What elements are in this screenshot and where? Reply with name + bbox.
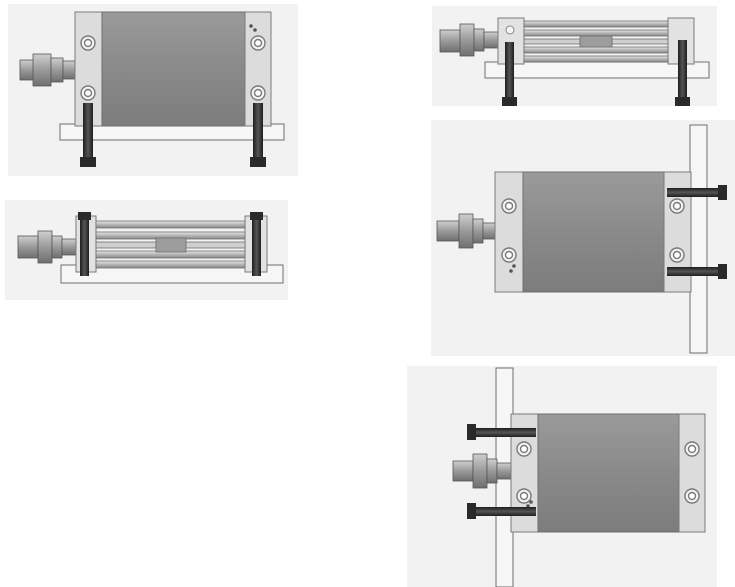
pipe-fitting <box>17 230 77 264</box>
mounting-bolt <box>250 212 263 276</box>
mounting-bolt <box>667 185 727 200</box>
cylinder-body <box>522 171 665 293</box>
mounting-bolt <box>250 103 266 167</box>
tie-rods <box>95 220 246 269</box>
port-dots <box>509 264 516 273</box>
view-top-right <box>432 6 717 106</box>
left-endcap <box>494 171 524 293</box>
mounting-bolt <box>467 503 536 519</box>
pipe-fitting <box>436 213 496 249</box>
tie-rods <box>523 20 669 63</box>
view-middle-left <box>5 200 288 300</box>
pipe-fitting <box>439 23 499 57</box>
pipe-fitting <box>19 53 76 87</box>
mounting-bolt <box>78 212 91 276</box>
cylinder-body <box>537 413 680 533</box>
mounting-holes <box>516 441 700 504</box>
wall-plate <box>689 124 708 354</box>
mounting-bolt <box>502 42 517 106</box>
mounting-bolt <box>675 40 690 106</box>
cylinder-body <box>101 11 246 127</box>
view-middle-right <box>431 120 735 356</box>
mounting-holes <box>501 198 685 263</box>
port-dots <box>526 500 533 508</box>
mounting-bolt <box>80 103 96 167</box>
mounting-bolt <box>667 264 727 279</box>
port-dots <box>249 24 257 32</box>
view-bottom-right <box>407 366 717 587</box>
view-top-left <box>8 4 298 176</box>
mounting-holes <box>80 35 266 101</box>
right-endcap <box>678 413 706 533</box>
mounting-bolt <box>467 424 536 440</box>
port-hole <box>505 25 515 35</box>
pipe-fitting <box>452 453 512 489</box>
